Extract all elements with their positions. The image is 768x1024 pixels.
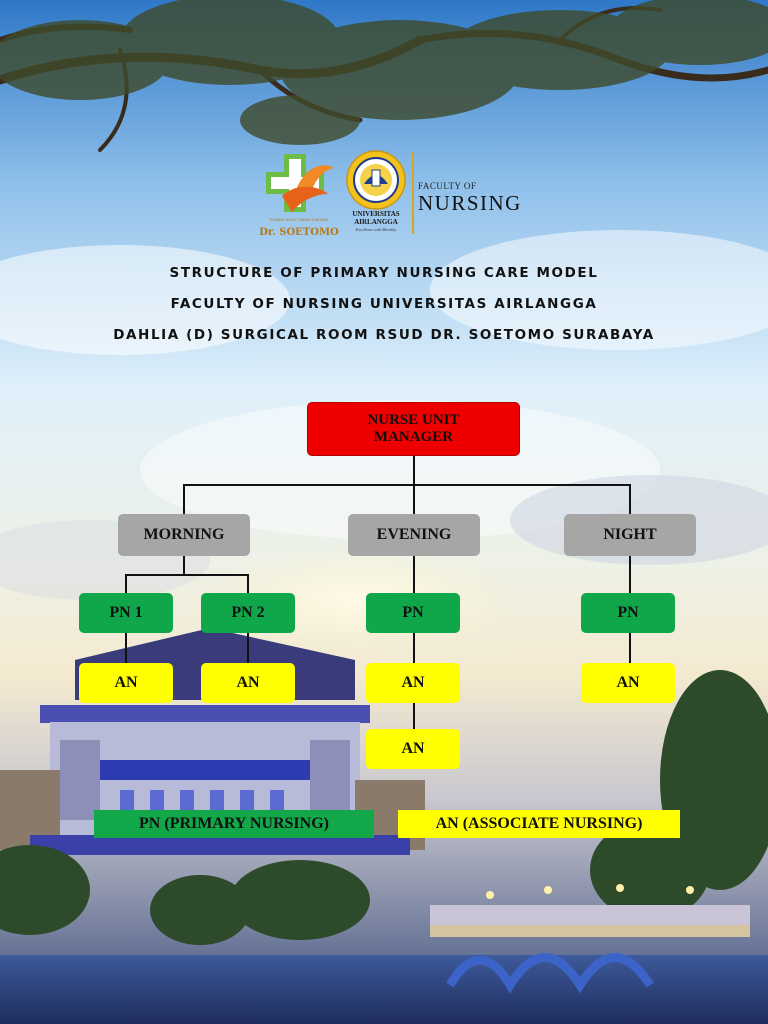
connector-to-night <box>629 484 631 515</box>
node-shift-morning: MORNING <box>118 514 250 556</box>
university-motto: Excellence with Morality <box>355 227 397 232</box>
connector-evening-pn <box>413 555 415 594</box>
manager-label-line1: NURSE UNIT <box>367 412 460 428</box>
university-name: UNIVERSITAS AIRLANGGA <box>344 210 408 226</box>
connector-night-pn-an <box>629 632 631 664</box>
node-morning-an2: AN <box>201 663 295 703</box>
connector-to-evening <box>413 484 415 515</box>
node-evening-an2: AN <box>366 729 460 769</box>
connector-night-pn <box>629 555 631 594</box>
node-morning-pn1: PN 1 <box>79 593 173 633</box>
connector-morning-bar <box>125 574 249 576</box>
manager-label-line2: MANAGER <box>373 429 454 445</box>
node-shift-evening: EVENING <box>348 514 480 556</box>
connector-manager-down <box>413 455 415 485</box>
title-line-2: FACULTY OF NURSING UNIVERSITAS AIRLANGGA <box>170 296 598 312</box>
faculty-of-label: FACULTY OF <box>418 181 477 191</box>
node-night-pn: PN <box>581 593 675 633</box>
title-line-3: DAHLIA (D) SURGICAL ROOM RSUD DR. SOETOM… <box>113 327 655 343</box>
connector-evening-an1-an2 <box>413 702 415 730</box>
connector-evening-pn-an1 <box>413 632 415 664</box>
connector-to-pn1 <box>125 574 127 594</box>
logo-header: RUMAH SAKIT UMUM DAERAH Dr. SOETOMO UNIV… <box>258 150 548 240</box>
connector-pn2-an <box>247 632 249 664</box>
node-night-an: AN <box>581 663 675 703</box>
university-name-line2: AIRLANGGA <box>354 218 398 226</box>
connector-shift-bar <box>183 484 631 486</box>
university-name-line1: UNIVERSITAS <box>352 210 400 218</box>
connector-to-morning <box>183 484 185 515</box>
node-shift-night: NIGHT <box>564 514 696 556</box>
node-evening-pn: PN <box>366 593 460 633</box>
connector-pn1-an <box>125 632 127 664</box>
connector-morning-down <box>183 555 185 575</box>
title-line-1: STRUCTURE OF PRIMARY NURSING CARE MODEL <box>169 265 599 281</box>
university-logo: UNIVERSITAS AIRLANGGA Excellence with Mo… <box>344 150 408 238</box>
node-morning-pn2: PN 2 <box>201 593 295 633</box>
legend-primary-nursing: PN (PRIMARY NURSING) <box>94 810 374 838</box>
connector-to-pn2 <box>247 574 249 594</box>
node-evening-an1: AN <box>366 663 460 703</box>
hospital-logo: RUMAH SAKIT UMUM DAERAH Dr. SOETOMO <box>258 150 340 238</box>
logo-divider <box>412 152 414 234</box>
hospital-caption: RUMAH SAKIT UMUM DAERAH <box>269 217 329 222</box>
node-morning-an1: AN <box>79 663 173 703</box>
hospital-name: Dr. SOETOMO <box>259 227 339 238</box>
legend-associate-nursing: AN (ASSOCIATE NURSING) <box>398 810 680 838</box>
node-nurse-unit-manager: NURSE UNIT MANAGER <box>307 402 520 456</box>
faculty-name: NURSING <box>418 191 522 215</box>
